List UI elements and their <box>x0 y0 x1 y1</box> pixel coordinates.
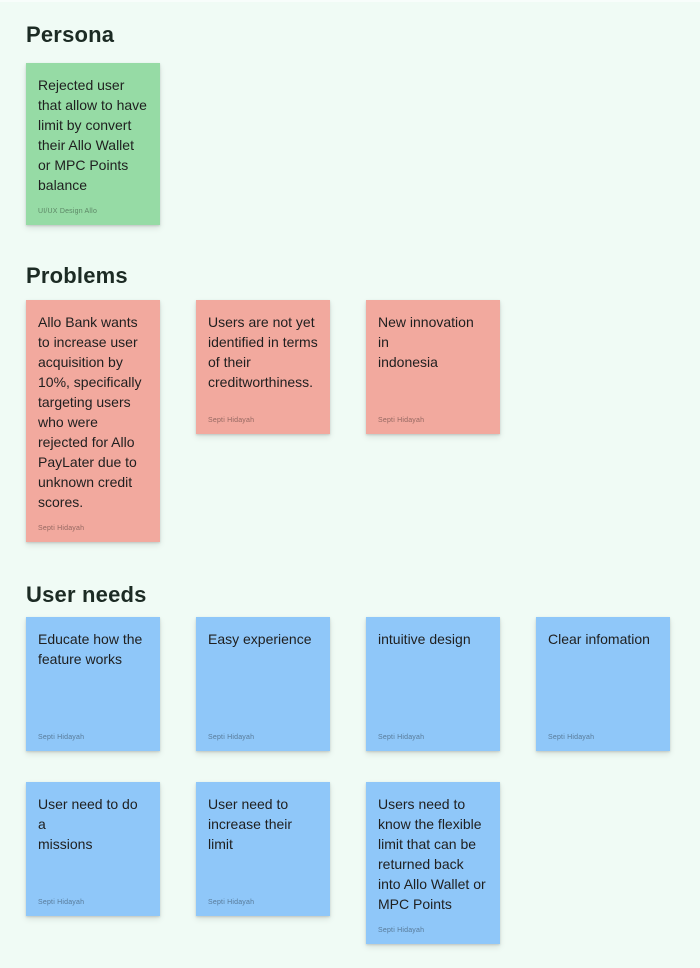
section-title-user-needs[interactable]: User needs <box>26 582 147 607</box>
note-row: Allo Bank wants to increase user acquisi… <box>26 300 700 542</box>
sticky-note-persona[interactable]: Rejected user that allow to have limit b… <box>26 63 160 225</box>
sticky-note-text: Allo Bank wants to increase user acquisi… <box>38 314 142 510</box>
sticky-note-text: User need to do a missions <box>38 796 138 852</box>
sticky-note-problem-3[interactable]: New innovation in indonesia Septi Hidaya… <box>366 300 500 434</box>
section-title-persona[interactable]: Persona <box>26 22 115 47</box>
note-row: Educate how the feature works Septi Hida… <box>26 617 700 751</box>
sticky-note-user-need-3[interactable]: intuitive design Septi Hidayah <box>366 617 500 751</box>
sticky-note-text: Clear infomation <box>548 631 650 647</box>
sticky-note-problem-2[interactable]: Users are not yet identified in terms of… <box>196 300 330 434</box>
sticky-note-user-need-1[interactable]: Educate how the feature works Septi Hida… <box>26 617 160 751</box>
sticky-note-author: UI/UX Design Allo <box>38 208 98 215</box>
note-row: Rejected user that allow to have limit b… <box>26 63 700 225</box>
sticky-note-text: Rejected user that allow to have limit b… <box>38 77 147 193</box>
sticky-note-problem-1[interactable]: Allo Bank wants to increase user acquisi… <box>26 300 160 542</box>
sticky-note-author: Septi Hidayah <box>378 734 425 741</box>
note-row: User need to do a missions Septi Hidayah… <box>26 782 700 944</box>
sticky-note-user-need-5[interactable]: User need to do a missions Septi Hidayah <box>26 782 160 916</box>
sticky-note-text: Users need to know the flexible limit th… <box>378 796 486 912</box>
sticky-note-author: Septi Hidayah <box>378 417 425 424</box>
sticky-note-author: Septi Hidayah <box>38 899 85 906</box>
sticky-note-author: Septi Hidayah <box>38 734 85 741</box>
sticky-note-author: Septi Hidayah <box>378 927 425 934</box>
sticky-note-user-need-6[interactable]: User need to increase their limit Septi … <box>196 782 330 916</box>
section-problems: Problems Allo Bank wants to increase use… <box>26 263 700 542</box>
sticky-note-text: Educate how the feature works <box>38 631 143 667</box>
sticky-note-user-need-4[interactable]: Clear infomation Septi Hidayah <box>536 617 670 751</box>
sticky-note-author: Septi Hidayah <box>208 734 255 741</box>
sticky-note-author: Septi Hidayah <box>208 417 255 424</box>
sticky-note-user-need-2[interactable]: Easy experience Septi Hidayah <box>196 617 330 751</box>
sticky-note-author: Septi Hidayah <box>208 899 255 906</box>
sticky-note-text: User need to increase their limit <box>208 796 293 852</box>
sticky-note-author: Septi Hidayah <box>548 734 595 741</box>
sticky-note-text: New innovation in indonesia <box>378 314 474 370</box>
sticky-note-text: Easy experience <box>208 631 312 647</box>
sticky-note-text: intuitive design <box>378 631 471 647</box>
sticky-note-text: Users are not yet identified in terms of… <box>208 314 318 390</box>
section-persona: Persona Rejected user that allow to have… <box>26 22 700 225</box>
section-title-problems[interactable]: Problems <box>26 263 128 288</box>
sticky-note-author: Septi Hidayah <box>38 525 85 532</box>
section-user-needs: User needs Educate how the feature works… <box>26 582 700 944</box>
sticky-note-user-need-7[interactable]: Users need to know the flexible limit th… <box>366 782 500 944</box>
